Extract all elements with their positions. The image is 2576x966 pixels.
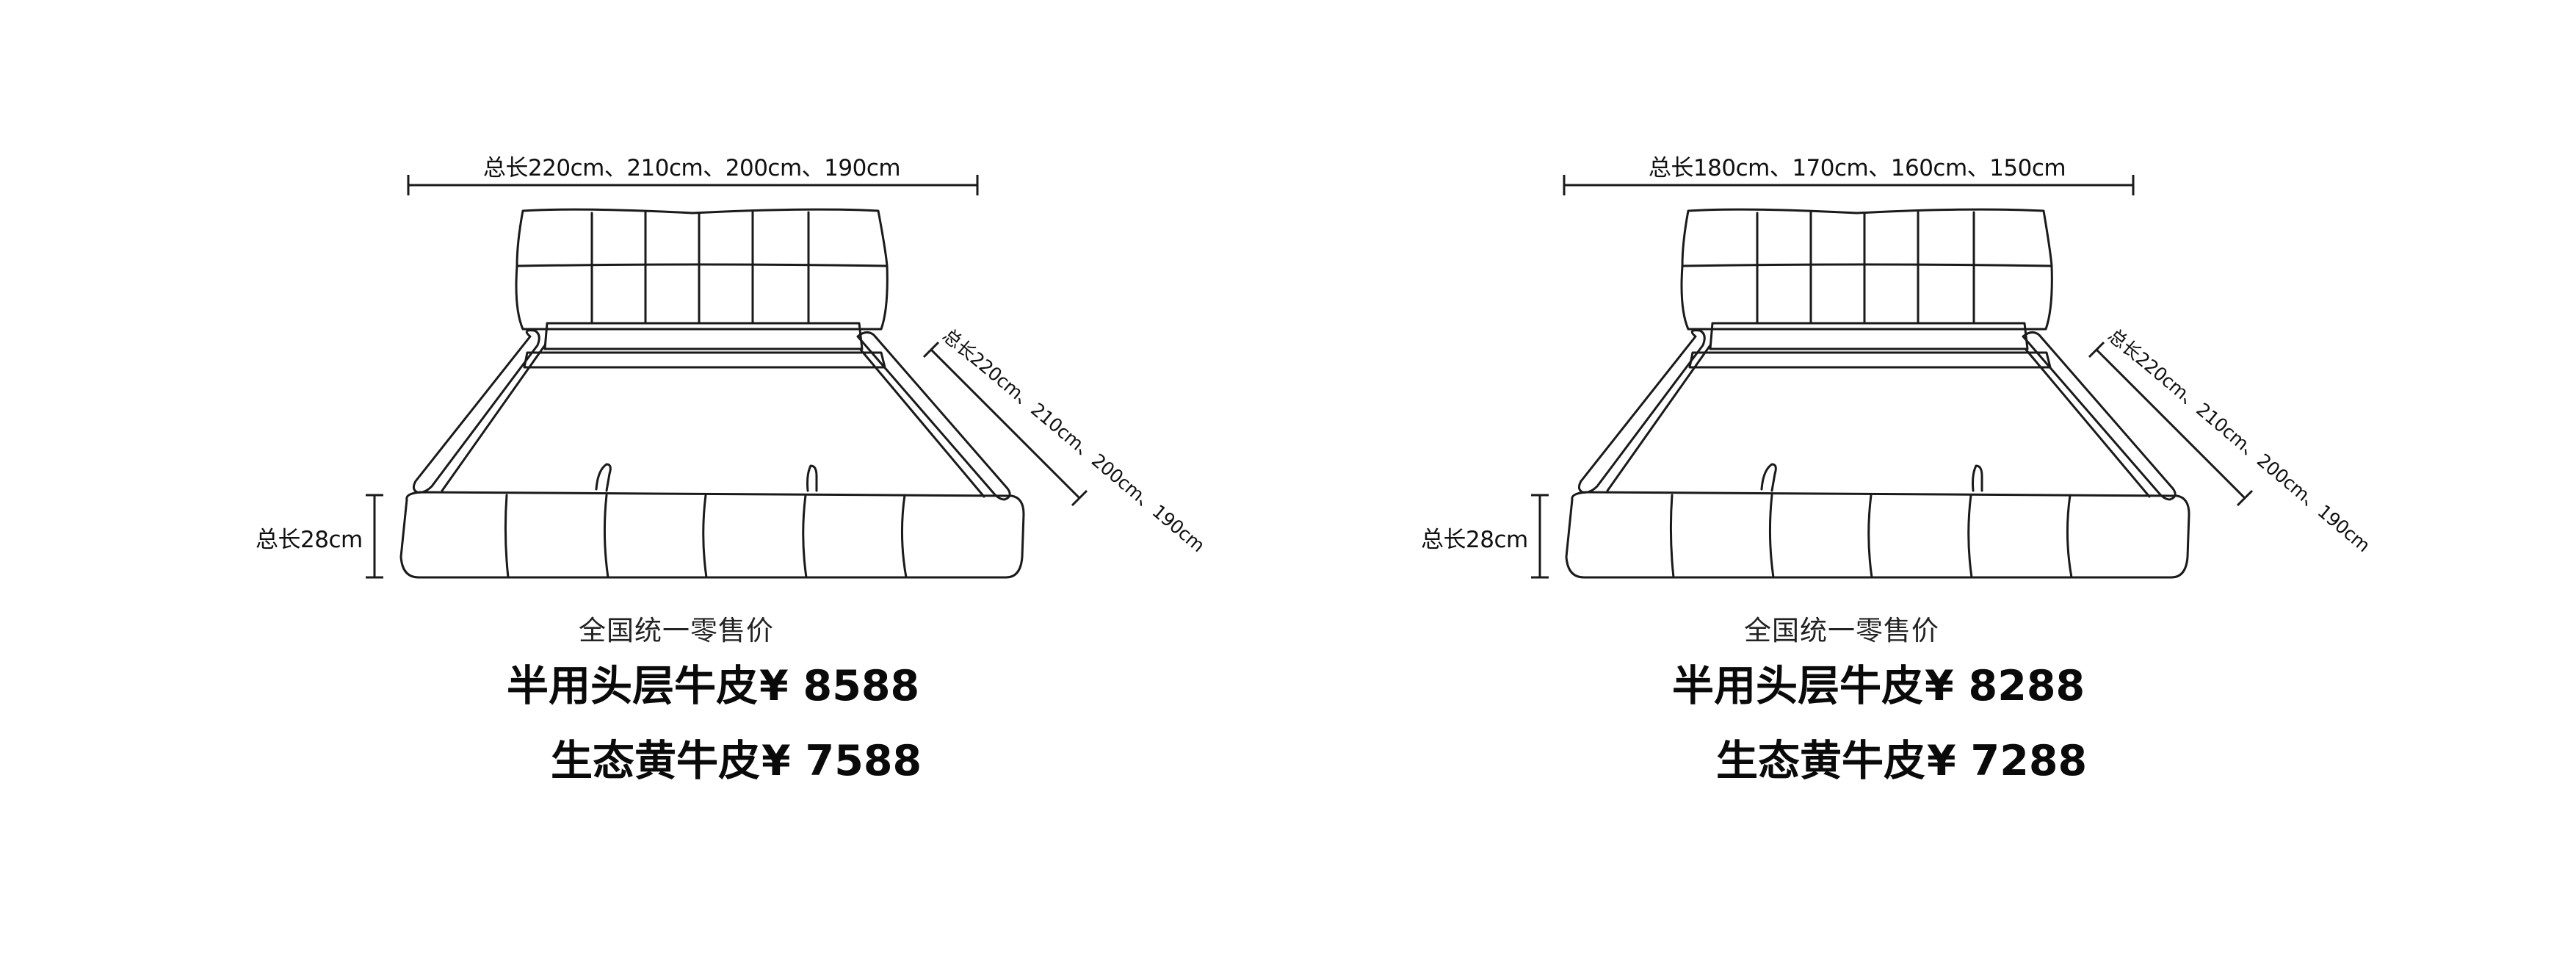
top-length-dimension: 总长220cm、210cm、200cm、190cm <box>482 155 901 181</box>
price-label: 半用头层牛皮 <box>507 662 758 710</box>
currency-symbol: ¥ <box>761 737 791 785</box>
price-line-premium-leather: 半用头层牛皮¥ 8588 <box>507 652 919 713</box>
price-amount: 8588 <box>803 662 920 710</box>
price-label: 生态黄牛皮 <box>551 737 760 785</box>
price-amount: 7588 <box>805 737 922 785</box>
bed-panel-left: 总长220cm、210cm、200cm、190cm 总长220cm、210cm、… <box>256 155 1209 787</box>
bed-panel-right: 总长180cm、170cm、160cm、150cm 总长220cm、210cm、… <box>1288 0 2576 966</box>
height-dimension: 总长28cm <box>1421 527 1528 553</box>
bed-line-drawing-icon <box>366 175 1088 579</box>
price-label: 半用头层牛皮 <box>1672 662 1923 710</box>
price-amount: 7288 <box>1970 737 2088 785</box>
currency-symbol: ¥ <box>1925 662 1954 710</box>
price-title: 全国统一零售价 <box>1744 615 1939 646</box>
height-dimension: 总长28cm <box>256 527 363 553</box>
price-label: 生态黄牛皮 <box>1716 737 1925 785</box>
price-line-premium-leather: 半用头层牛皮¥ 8288 <box>1672 652 2085 713</box>
bed-line-drawing-icon <box>1531 175 2254 579</box>
price-title: 全国统一零售价 <box>579 615 774 646</box>
currency-symbol: ¥ <box>759 662 789 710</box>
price-line-eco-leather: 生态黄牛皮¥ 7588 <box>551 727 922 787</box>
top-length-dimension: 总长180cm、170cm、160cm、150cm <box>1648 155 2066 181</box>
price-amount: 8288 <box>1968 662 2085 710</box>
price-line-eco-leather: 生态黄牛皮¥ 7288 <box>1716 727 2087 787</box>
currency-symbol: ¥ <box>1927 737 1956 785</box>
